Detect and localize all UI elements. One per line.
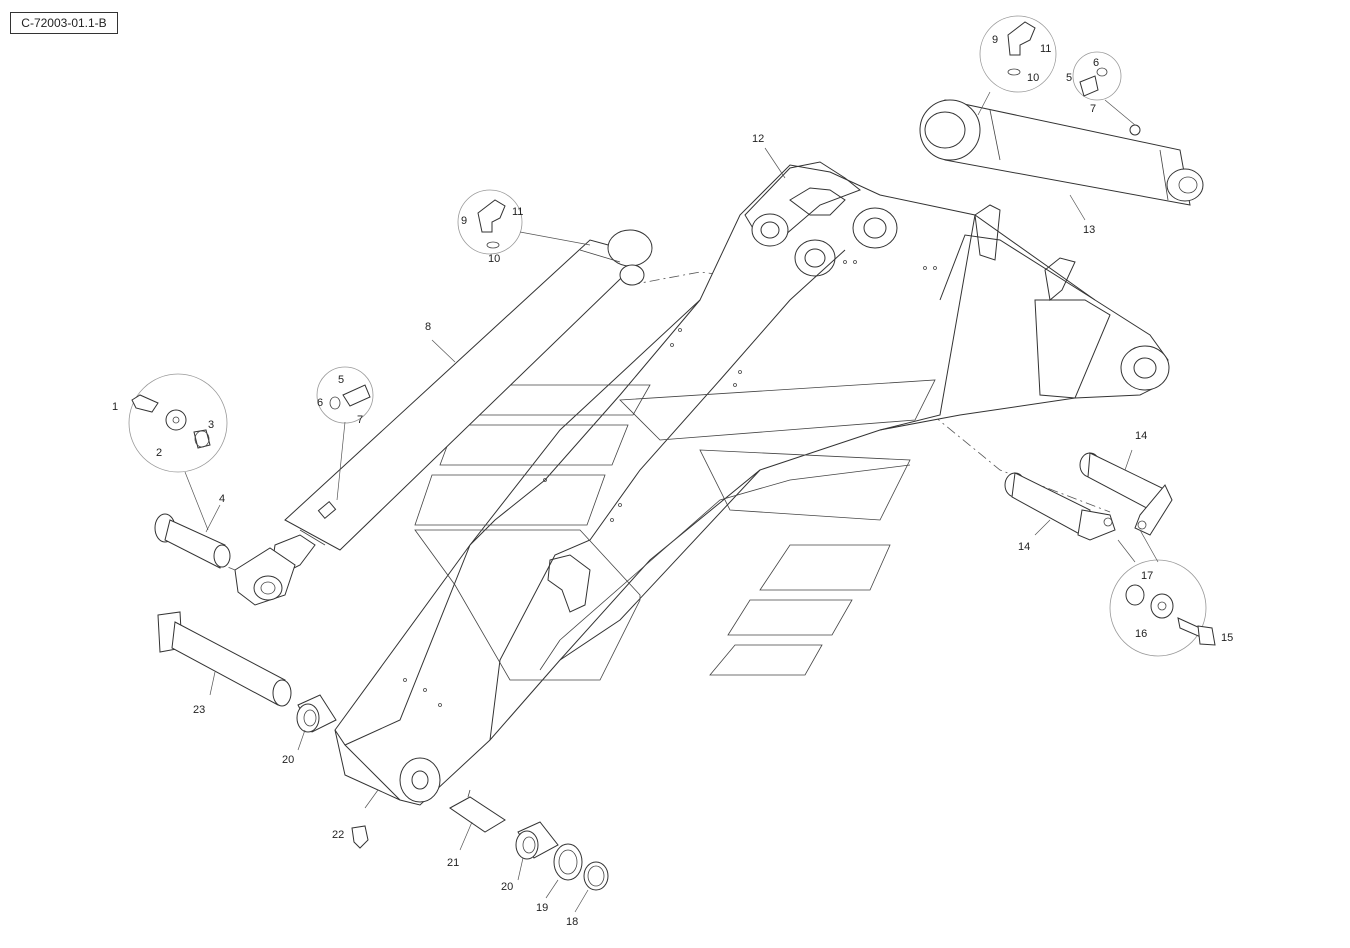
callout-2: 2 [156, 447, 162, 459]
drawing-reference-code: C-72003-01.1-B [10, 12, 118, 34]
bushing-20-lower [515, 821, 559, 860]
circlip-18 [583, 861, 609, 891]
callout-7: 7 [1090, 103, 1096, 115]
bushing-20-upper [296, 694, 337, 733]
pin-14-lower [1004, 472, 1116, 541]
pin-23 [157, 611, 292, 707]
callout-13: 13 [1083, 224, 1095, 236]
callout-9: 9 [992, 34, 998, 46]
callout-10: 10 [488, 253, 500, 265]
callout-22: 22 [332, 829, 344, 841]
fitting-detail-top [1072, 51, 1122, 101]
callout-17: 17 [1141, 570, 1153, 582]
hydraulic-cylinder-8 [234, 229, 653, 606]
callout-7: 7 [357, 414, 363, 426]
callout-10: 10 [1027, 72, 1039, 84]
callout-16: 16 [1135, 628, 1147, 640]
callout-21: 21 [447, 857, 459, 869]
callout-11: 11 [1040, 43, 1051, 55]
leader-lines [184, 91, 1159, 913]
pin-14-upper [1079, 452, 1173, 536]
elbow-fitting-detail-top [979, 15, 1057, 93]
callout-8: 8 [425, 321, 431, 333]
callout-6: 6 [317, 397, 323, 409]
callout-5: 5 [338, 374, 344, 386]
callout-23: 23 [193, 704, 205, 716]
bolt-1-detail [128, 373, 228, 473]
callout-15: 15 [1221, 632, 1233, 644]
callout-20: 20 [282, 754, 294, 766]
callout-9: 9 [461, 215, 467, 227]
callout-1: 1 [112, 401, 118, 413]
spacer-21 [449, 789, 506, 833]
callout-5: 5 [1066, 72, 1072, 84]
hydraulic-cylinder-13 [919, 99, 1204, 206]
callout-14: 14 [1135, 430, 1147, 442]
boom-arm [334, 161, 1170, 806]
callout-6: 6 [1093, 57, 1099, 69]
callout-4: 4 [219, 493, 225, 505]
callout-11: 11 [512, 206, 523, 218]
callout-labels: 1 2 3 4 5 6 7 8 9 10 11 12 9 10 11 5 6 7… [112, 34, 1233, 928]
ring-19 [553, 843, 583, 881]
elbow-fitting-detail-mid [457, 189, 523, 255]
pin-4 [154, 513, 231, 569]
callout-20: 20 [501, 881, 513, 893]
callout-19: 19 [536, 902, 548, 914]
callout-12: 12 [752, 133, 764, 145]
callout-18: 18 [566, 916, 578, 928]
bolt-15-detail [1109, 559, 1216, 657]
grease-fitting-22 [351, 825, 369, 849]
fitting-detail-mid [316, 366, 374, 424]
callout-14: 14 [1018, 541, 1030, 553]
callout-3: 3 [208, 419, 214, 431]
